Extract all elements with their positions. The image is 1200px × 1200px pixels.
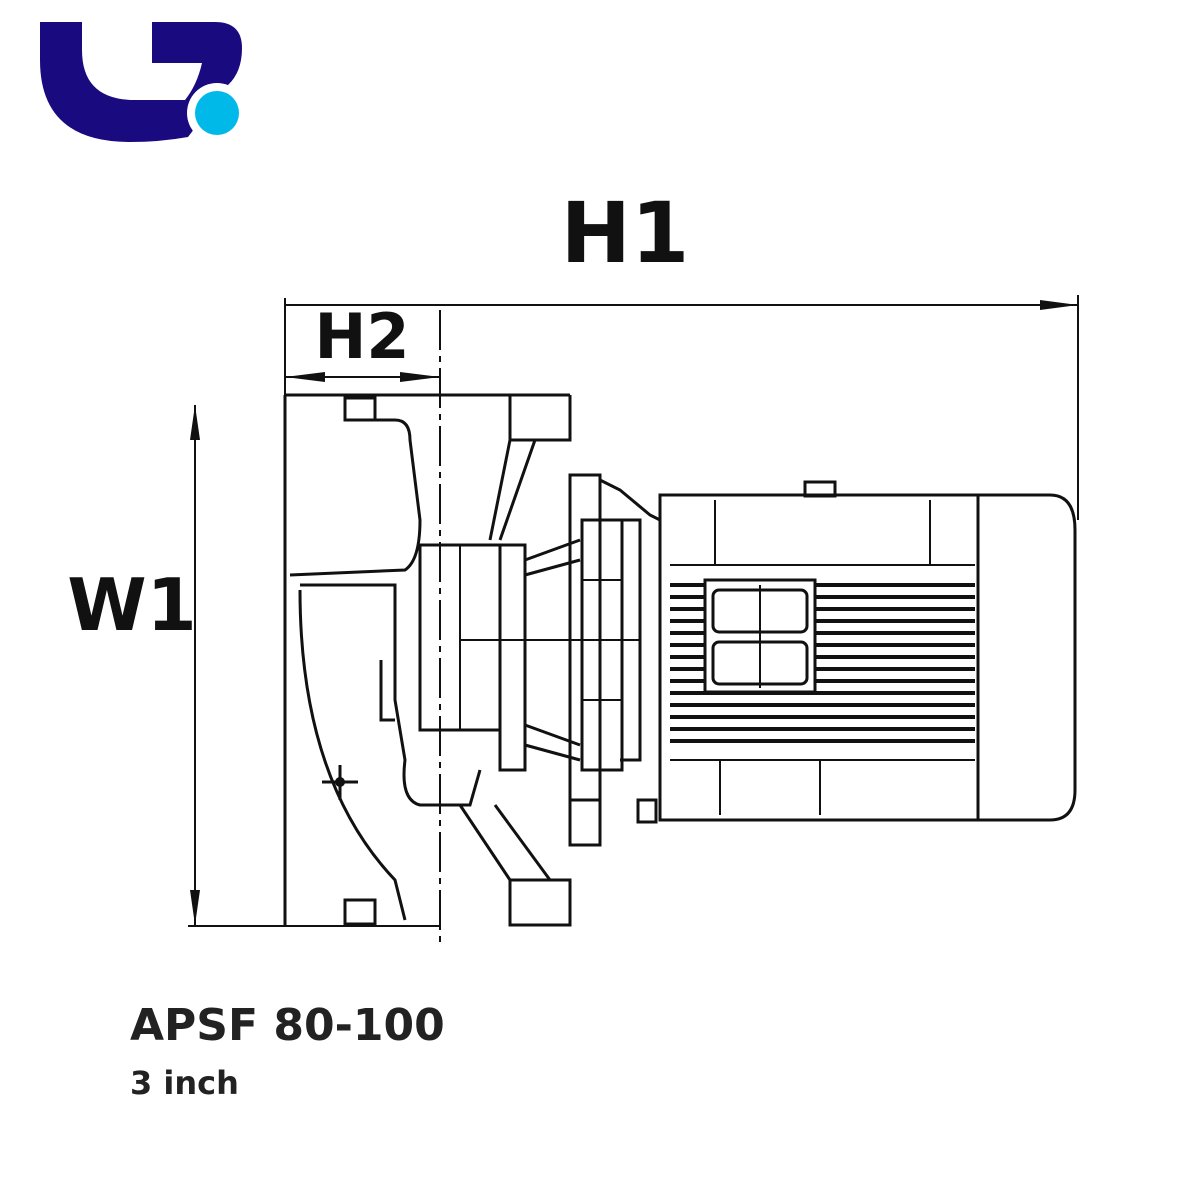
bearing-bracket — [524, 473, 661, 847]
dimension-lines — [188, 295, 1079, 945]
h2-arrow-right-icon — [400, 372, 440, 382]
drain-plug-icon — [322, 765, 358, 800]
h1-label: H1 — [561, 184, 690, 282]
w1-label: W1 — [67, 563, 197, 647]
model-name: APSF 80-100 — [130, 1000, 445, 1051]
brand-logo — [40, 22, 247, 143]
pump-casing — [283, 393, 640, 927]
pipe-size: 3 inch — [130, 1064, 239, 1102]
logo-dot — [195, 91, 239, 135]
electric-motor — [658, 480, 1077, 822]
h2-arrow-left-icon — [285, 372, 325, 382]
terminal-box-icon — [703, 578, 817, 694]
h1-arrow-icon — [1040, 300, 1078, 310]
w1-arrow-bottom-icon — [190, 890, 200, 925]
w1-arrow-top-icon — [190, 405, 200, 440]
h2-label: H2 — [314, 300, 409, 373]
